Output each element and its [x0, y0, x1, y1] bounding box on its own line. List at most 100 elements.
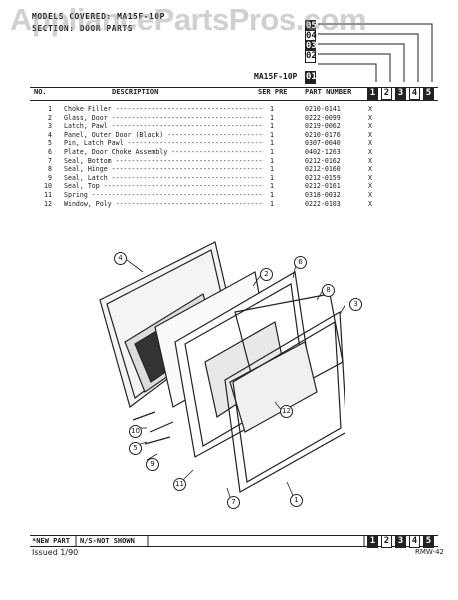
table-row: 10 Seal, Top ----------------------------… — [30, 182, 440, 190]
row-part-number: 0212-0159 — [305, 173, 341, 182]
row-number: 6 — [48, 148, 52, 156]
callout-7: 7 — [227, 496, 240, 509]
table-row: 12 Window, Poly -------------------------… — [30, 200, 440, 208]
row-x-mark: X — [368, 130, 372, 139]
table-row: 1 Choke Filler --------------------------… — [30, 105, 440, 113]
row-description: Seal, Top ------------------------------… — [64, 182, 264, 191]
header-no: NO. — [34, 88, 47, 96]
code-stack-lines — [318, 23, 433, 82]
table-row: 4 Panel, Outer Door (Black) -------------… — [30, 131, 440, 139]
row-quantity: 1 — [270, 156, 274, 165]
row-part-number: 0212-0160 — [305, 165, 341, 174]
table-row: 7 Seal, Bottom --------------------------… — [30, 157, 440, 165]
row-x-mark: X — [368, 139, 372, 148]
row-part-number: 0212-0161 — [305, 182, 341, 191]
row-description: Seal, Bottom ---------------------------… — [64, 156, 264, 165]
row-description: Panel, Outer Door (Black) --------------… — [64, 130, 264, 139]
row-number: 1 — [48, 105, 52, 113]
row-quantity: 1 — [270, 113, 274, 122]
new-part-label: *NEW PART — [32, 537, 70, 545]
row-quantity: 1 — [270, 105, 274, 113]
row-description: Spring ---------------------------------… — [64, 191, 264, 199]
callout-3: 3 — [349, 298, 362, 311]
footer-box-3: 3 — [395, 535, 406, 548]
row-part-number: 0318-0032 — [305, 191, 341, 199]
row-description: Seal, Latch ----------------------------… — [64, 173, 264, 182]
callout-12: 12 — [280, 405, 293, 418]
not-shown-label: N/S-NOT SHOWN — [80, 537, 135, 545]
row-part-number: 0307-0040 — [305, 139, 341, 148]
row-part-number: 0222-0103 — [305, 199, 341, 208]
row-part-number: 0219-0062 — [305, 122, 341, 131]
row-number: 2 — [48, 113, 52, 122]
row-number: 9 — [48, 173, 52, 182]
row-x-mark: X — [368, 122, 372, 131]
table-row: 8 Seal, Hinge ---------------------------… — [30, 165, 440, 173]
page-code: RMW-42 — [415, 548, 444, 556]
callout-6: 6 — [294, 256, 307, 269]
footer-dividers — [75, 535, 365, 546]
row-number: 3 — [48, 122, 52, 131]
row-number: 5 — [48, 139, 52, 148]
callout-1: 1 — [290, 494, 303, 507]
row-x-mark: X — [368, 199, 372, 208]
header-description: DESCRIPTION — [112, 88, 159, 96]
row-description: Plate, Door Choke Assembly -------------… — [64, 148, 264, 156]
row-x-mark: X — [368, 148, 372, 156]
footer-box-1: 1 — [367, 535, 378, 548]
table-row: 9 Seal, Latch ---------------------------… — [30, 174, 440, 182]
row-x-mark: X — [368, 156, 372, 165]
row-number: 7 — [48, 156, 52, 165]
row-part-number: 0210-0141 — [305, 105, 341, 113]
row-description: Seal, Hinge ----------------------------… — [64, 165, 264, 174]
row-x-mark: X — [368, 191, 372, 199]
header-part-number: PART NUMBER — [305, 88, 352, 96]
models-covered-label: MODELS COVERED: MA15F-10P — [32, 12, 165, 21]
row-quantity: 1 — [270, 130, 274, 139]
table-row: 5 Pin, Latch Pawl -----------------------… — [30, 139, 440, 147]
header-ser-pre: SER PRE — [258, 88, 288, 96]
row-quantity: 1 — [270, 199, 274, 208]
issued-date: Issued 1/90 — [32, 548, 79, 557]
code-box-02: 02 — [305, 50, 317, 63]
footer-box-5: 5 — [423, 535, 434, 548]
row-number: 4 — [48, 130, 52, 139]
row-description: Glass, Door ----------------------------… — [64, 113, 264, 122]
row-description: Latch, Pawl ----------------------------… — [64, 122, 264, 131]
footer-bottom-line — [30, 546, 438, 547]
row-part-number: 0402-1263 — [305, 148, 341, 156]
door-exploded-diagram — [99, 241, 345, 501]
callout-5: 5 — [129, 442, 142, 455]
footer-box-2: 2 — [381, 535, 392, 548]
table-header-bar — [30, 87, 438, 101]
row-quantity: 1 — [270, 165, 274, 174]
row-number: 8 — [48, 165, 52, 174]
row-quantity: 1 — [270, 139, 274, 148]
callout-8: 8 — [322, 284, 335, 297]
callout-2: 2 — [260, 268, 273, 281]
row-quantity: 1 — [270, 173, 274, 182]
callout-11: 11 — [173, 478, 186, 491]
callout-10: 10 — [129, 425, 142, 438]
row-quantity: 1 — [270, 148, 274, 156]
callout-4: 4 — [114, 252, 127, 265]
table-row: 6 Plate, Door Choke Assembly ------------… — [30, 148, 440, 156]
callout-9: 9 — [146, 458, 159, 471]
footer-box-4: 4 — [409, 535, 420, 548]
row-description: Pin, Latch Pawl ------------------------… — [64, 139, 264, 148]
footer-top-line — [30, 535, 438, 536]
table-row: 2 Glass, Door ---------------------------… — [30, 114, 440, 122]
row-x-mark: X — [368, 182, 372, 191]
row-part-number: 0210-0176 — [305, 130, 341, 139]
row-description: Choke Filler ---------------------------… — [64, 105, 264, 113]
row-quantity: 1 — [270, 191, 274, 199]
row-x-mark: X — [368, 113, 372, 122]
row-number: 12 — [44, 199, 52, 208]
section-label: SECTION: DOOR PARTS — [32, 24, 134, 33]
code-box-01: 01 — [305, 71, 317, 84]
row-x-mark: X — [368, 105, 372, 113]
row-number: 10 — [44, 182, 52, 191]
row-quantity: 1 — [270, 122, 274, 131]
row-number: 11 — [44, 191, 52, 199]
row-description: Window, Poly ---------------------------… — [64, 199, 264, 208]
